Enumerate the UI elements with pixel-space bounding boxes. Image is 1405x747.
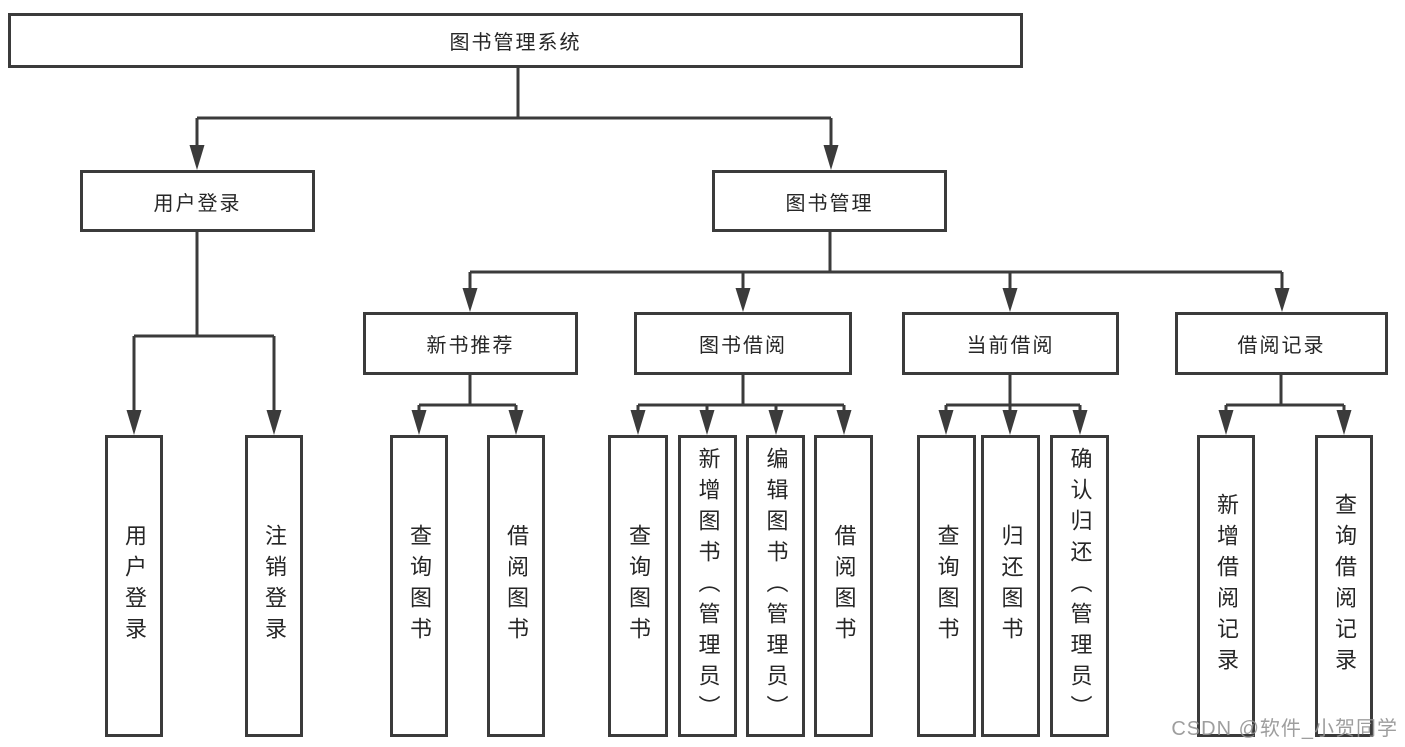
node-new-book-recommend: 新书推荐	[363, 312, 578, 375]
node-user-login: 用户登录	[80, 170, 315, 232]
leaf-label: 归还图书	[998, 524, 1024, 648]
node-label: 图书管理系统	[449, 32, 582, 54]
leaf-edit-book-admin: 编辑图书（管理员）	[746, 435, 805, 737]
node-label: 图书借阅	[699, 335, 787, 357]
leaf-borrow-book-recommend: 借阅图书	[487, 435, 545, 737]
leaf-return-book: 归还图书	[981, 435, 1040, 737]
node-book-management: 图书管理	[712, 170, 947, 232]
leaf-add-book-admin: 新增图书（管理员）	[678, 435, 737, 737]
node-label: 图书管理	[785, 192, 874, 215]
connector-book-borrow-branch	[630, 375, 852, 435]
leaf-borrow-book: 借阅图书	[814, 435, 873, 737]
leaf-label: 借阅图书	[504, 524, 529, 648]
leaf-label: 注销登录	[262, 524, 287, 648]
node-library-system: 图书管理系统	[8, 13, 1023, 68]
leaf-add-borrow-record: 新增借阅记录	[1197, 435, 1255, 737]
connector-book-mgmt-to-level3	[462, 232, 1290, 312]
leaf-label: 查询图书	[934, 524, 960, 648]
leaf-label: 查询借阅记录	[1332, 493, 1357, 679]
node-borrow-record: 借阅记录	[1175, 312, 1388, 375]
leaf-label: 编辑图书（管理员）	[763, 446, 789, 726]
connector-user-login-branch	[126, 232, 282, 435]
leaf-user-login: 用户登录	[105, 435, 163, 737]
connector-borrow-record-branch	[1218, 375, 1352, 435]
connector-current-borrow-branch	[938, 375, 1088, 435]
connector-root-to-level2	[189, 68, 839, 170]
leaf-query-book-current: 查询图书	[917, 435, 976, 737]
node-label: 借阅记录	[1237, 335, 1326, 357]
leaf-label: 借阅图书	[831, 524, 857, 648]
watermark: CSDN @软件_小贺同学	[1171, 718, 1398, 740]
node-current-borrow: 当前借阅	[902, 312, 1119, 375]
leaf-label: 查询图书	[626, 524, 651, 648]
node-label: 当前借阅	[966, 335, 1055, 357]
node-book-borrow: 图书借阅	[634, 312, 852, 375]
leaf-label: 查询图书	[407, 524, 432, 648]
leaf-label: 新增图书（管理员）	[695, 446, 721, 726]
connector-new-book-branch	[411, 375, 524, 435]
node-label: 用户登录	[153, 192, 242, 215]
leaf-label: 新增借阅记录	[1214, 493, 1239, 679]
leaf-query-borrow-record: 查询借阅记录	[1315, 435, 1373, 737]
leaf-logout: 注销登录	[245, 435, 303, 737]
leaf-query-book-recommend: 查询图书	[390, 435, 448, 737]
leaf-confirm-return-admin: 确认归还（管理员）	[1050, 435, 1109, 737]
leaf-query-book-borrow: 查询图书	[608, 435, 668, 737]
leaf-label: 用户登录	[122, 524, 147, 648]
node-label: 新书推荐	[426, 335, 515, 357]
leaf-label: 确认归还（管理员）	[1067, 446, 1093, 726]
